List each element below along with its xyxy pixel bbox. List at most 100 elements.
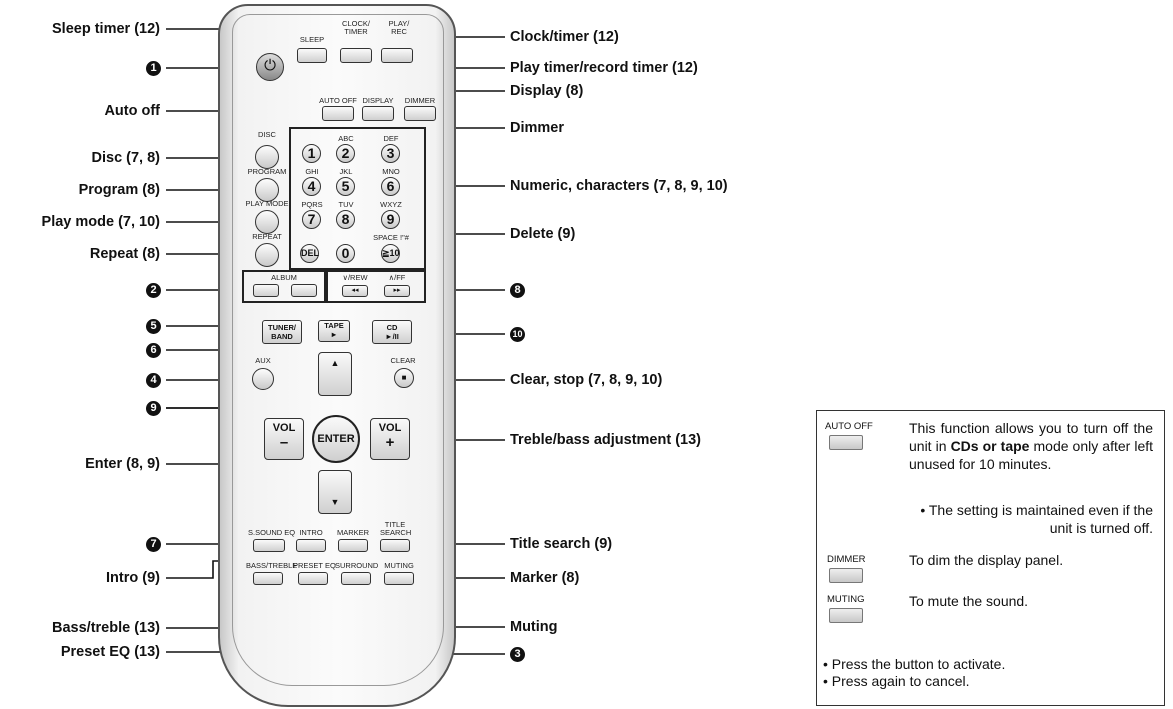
play-mode-button[interactable] [255, 210, 279, 234]
clock-timer-button[interactable] [340, 48, 372, 63]
power-button[interactable]: ⏻ [256, 53, 284, 81]
space-caption: SPACE !"# [373, 233, 409, 242]
marker-10: 10 [510, 327, 525, 342]
repeat-caption: REPEAT [252, 232, 282, 241]
ten-plus-button[interactable]: ≧10 [381, 244, 400, 263]
callout-bass-treble: Bass/treble (13) [52, 620, 160, 636]
play-rec-button[interactable] [381, 48, 413, 63]
callout-treble-bass-adjustment: Treble/bass adjustment (13) [510, 432, 701, 448]
legend-muting-button-icon [829, 608, 863, 623]
digit-7-button[interactable]: 7 [302, 210, 321, 229]
aux-button[interactable] [252, 368, 274, 390]
muting-button[interactable] [384, 572, 414, 585]
display-button[interactable] [362, 106, 394, 121]
letters-abc: ABC [338, 134, 354, 143]
album-up-button[interactable] [291, 284, 317, 297]
surround-caption: SURROUND [335, 561, 379, 570]
digit-0-button[interactable]: 0 [336, 244, 355, 263]
tape-label: TAPE [324, 321, 344, 330]
callout-play-record-timer: Play timer/record timer (12) [510, 60, 698, 76]
marker-1: 1 [146, 61, 161, 76]
delete-button[interactable]: DEL [300, 244, 319, 263]
digit-4-button[interactable]: 4 [302, 177, 321, 196]
legend-auto-off-caption: AUTO OFF [825, 421, 873, 432]
callout-marker: Marker (8) [510, 570, 580, 586]
callout-sleep-timer: Sleep timer (12) [52, 21, 160, 37]
numeric-keypad-group [289, 127, 426, 270]
legend-auto-off-note: • The setting is maintained even if the … [920, 502, 1153, 536]
display-caption: DISPLAY [362, 96, 394, 105]
marker-caption: MARKER [337, 528, 370, 537]
callout-title-search: Title search (9) [510, 536, 613, 552]
marker-3: 3 [510, 647, 525, 662]
callout-clear-stop: Clear, stop (7, 8, 9, 10) [510, 372, 663, 388]
callout-disc: Disc (7, 8) [91, 150, 161, 166]
stop-icon: ■ [401, 373, 407, 382]
title-search-button[interactable] [380, 539, 410, 552]
ssound-eq-button[interactable] [253, 539, 285, 552]
digit-3-button[interactable]: 3 [381, 144, 400, 163]
marker-6: 6 [146, 343, 161, 358]
down-button[interactable]: ▼ [318, 470, 352, 514]
preset-eq-button[interactable] [298, 572, 328, 585]
legend-dimmer-text: To dim the display panel. [909, 552, 1064, 568]
program-caption: PROGRAM [247, 167, 287, 176]
intro-button[interactable] [296, 539, 326, 552]
skip-group [326, 270, 426, 303]
tuner-band-button[interactable]: TUNER/ BAND [262, 320, 302, 344]
digit-1-button[interactable]: 1 [302, 144, 321, 163]
minus-icon: – [279, 434, 289, 451]
play-mode-caption: PLAY MODE [245, 199, 289, 208]
bass-treble-button[interactable] [253, 572, 283, 585]
legend-auto-off-text-1: This function allows you to turn off the… [909, 420, 1153, 454]
rewind-button[interactable]: ◂◂ [342, 285, 368, 297]
program-button[interactable] [255, 178, 279, 202]
digit-2-button[interactable]: 2 [336, 144, 355, 163]
up-button[interactable]: ▲ [318, 352, 352, 396]
legend-auto-off-button-icon [829, 435, 863, 450]
letters-pqrs: PQRS [301, 200, 323, 209]
disc-caption: DISC [258, 130, 276, 139]
muting-caption: MUTING [384, 561, 414, 570]
marker-button[interactable] [338, 539, 368, 552]
dimmer-button[interactable] [404, 106, 436, 121]
cd-label: CD [386, 323, 398, 332]
power-icon: ⏻ [264, 57, 276, 74]
callout-delete: Delete (9) [510, 226, 576, 242]
clear-stop-button[interactable]: ■ [394, 368, 414, 388]
bass-treble-caption: BASS/TREBLE [246, 561, 298, 570]
volume-up-button[interactable]: VOL + [370, 418, 410, 460]
callout-dimmer: Dimmer [510, 120, 564, 136]
callout-enter: Enter (8, 9) [85, 456, 160, 472]
clear-caption: CLEAR [390, 356, 416, 365]
legend-dimmer-caption: DIMMER [827, 554, 866, 565]
repeat-button[interactable] [255, 243, 279, 267]
vol-down-label: VOL [272, 422, 296, 434]
digit-9-button[interactable]: 9 [381, 210, 400, 229]
fast-forward-button[interactable]: ▸▸ [384, 285, 410, 297]
surround-button[interactable] [341, 572, 371, 585]
callout-numeric: Numeric, characters (7, 8, 9, 10) [510, 178, 728, 194]
callout-intro: Intro (9) [106, 570, 160, 586]
digit-6-button[interactable]: 6 [381, 177, 400, 196]
disc-button[interactable] [255, 145, 279, 169]
legend-box: AUTO OFF This function allows you to tur… [816, 410, 1165, 706]
cd-button[interactable]: CD►/II [372, 320, 412, 344]
callout-clock-timer: Clock/timer (12) [510, 29, 619, 45]
volume-down-button[interactable]: VOL – [264, 418, 304, 460]
marker-8: 8 [510, 283, 525, 298]
legend-auto-off-text: This function allows you to turn off the… [909, 419, 1153, 473]
sleep-button[interactable] [297, 48, 327, 63]
marker-5: 5 [146, 319, 161, 334]
plus-icon: + [385, 434, 395, 451]
marker-2: 2 [146, 283, 161, 298]
callout-display: Display (8) [510, 83, 584, 99]
album-down-button[interactable] [253, 284, 279, 297]
auto-off-button[interactable] [322, 106, 354, 121]
digit-8-button[interactable]: 8 [336, 210, 355, 229]
remote-control-inner-panel [232, 14, 444, 686]
marker-7: 7 [146, 537, 161, 552]
enter-button[interactable]: ENTER [312, 415, 360, 463]
tape-button[interactable]: TAPE► [318, 320, 350, 342]
digit-5-button[interactable]: 5 [336, 177, 355, 196]
